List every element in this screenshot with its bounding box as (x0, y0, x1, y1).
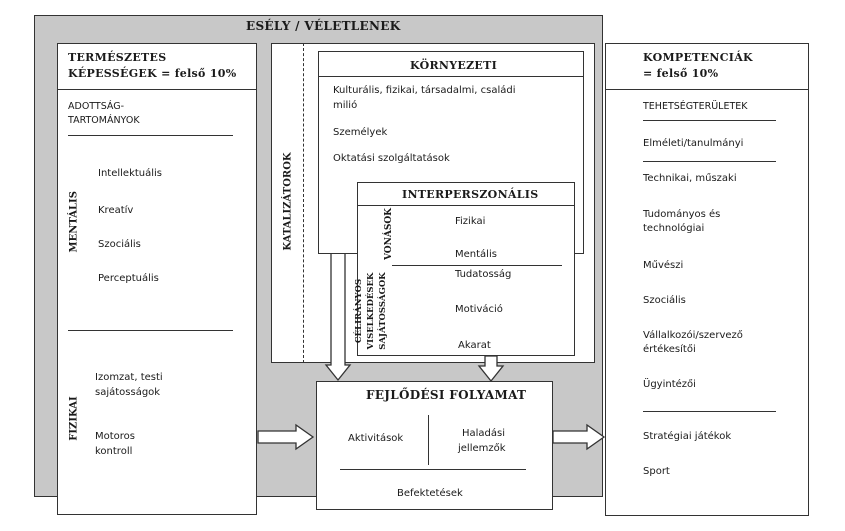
development-box (316, 381, 553, 510)
development-title: FEJLŐDÉSI FOLYAMAT (366, 388, 527, 402)
talent-sport: Sport (643, 466, 670, 477)
gifts-title-line1: TERMÉSZETES (68, 51, 167, 64)
talent-science-line2: technológiai (643, 223, 705, 234)
arrow-environment-to-development (324, 254, 352, 382)
catalysts-dashed-line (303, 43, 304, 363)
talent-arts: Művészi (643, 260, 684, 271)
development-investments: Befektetések (397, 488, 463, 499)
trait-mental: Mentális (455, 249, 497, 260)
environmental-title: KÖRNYEZETI (410, 59, 498, 72)
gifts-title-line2: KÉPESSÉGEK = felső 10% (68, 67, 237, 80)
environmental-title-divider (318, 76, 584, 77)
physical-item-motor-line1: Motoros (95, 431, 136, 442)
talent-games-divider (643, 411, 776, 412)
talent-administration: Ügyintézői (643, 379, 696, 390)
arrow-gifts-to-development (257, 423, 315, 451)
chance-title: ESÉLY / VÉLETLENEK (246, 19, 401, 33)
talent-science-line1: Tudományos és (643, 209, 721, 220)
intrapersonal-box (357, 182, 575, 356)
mental-item-perceptual: Perceptuális (98, 273, 159, 284)
talent-business-line2: értékesítői (643, 344, 696, 355)
goal-item-motivation: Motiváció (455, 304, 503, 315)
talents-box (605, 43, 809, 516)
development-progress-line2: jellemzők (458, 443, 506, 454)
talent-fields-label: TEHETSÉGTERÜLETEK (643, 101, 748, 112)
goal-item-awareness: Tudatosság (455, 269, 512, 280)
talent-academic-divider (643, 161, 776, 162)
goal-item-will: Akarat (458, 340, 491, 351)
talent-technical: Technikai, műszaki (643, 173, 737, 184)
talent-academic: Elméleti/tanulmányi (643, 138, 744, 149)
environmental-item-persons: Személyek (333, 127, 388, 138)
environmental-item-milieu-line2: milió (333, 100, 358, 111)
domains-label-line2: TARTOMÁNYOK (68, 115, 140, 126)
gifts-title-divider (57, 89, 257, 90)
arrow-intrapersonal-to-development (477, 355, 505, 383)
talents-title-line2: = felső 10% (643, 67, 719, 80)
arrow-development-to-talents (552, 423, 606, 451)
development-horizontal-divider (340, 469, 526, 470)
mental-item-creative: Kreatív (98, 205, 134, 216)
domains-divider (68, 135, 233, 136)
physical-item-muscles-line1: Izomzat, testi (95, 372, 163, 383)
mental-physical-divider (68, 330, 233, 331)
mental-item-intellectual: Intellektuális (98, 168, 163, 179)
talent-strategy-games: Stratégiai játékok (643, 431, 732, 442)
development-progress-line1: Haladási (462, 428, 506, 439)
talent-business-line1: Vállalkozói/szervező (643, 330, 743, 341)
traits-goal-divider (392, 265, 562, 266)
domains-label-line1: ADOTTSÁG- (68, 101, 125, 112)
talent-social: Szociális (643, 295, 686, 306)
talents-title-divider (605, 89, 809, 90)
talents-title-line1: KOMPETENCIÁK (643, 51, 753, 64)
intrapersonal-title-divider (357, 205, 575, 206)
gifts-box (57, 43, 257, 515)
development-activities: Aktivitások (348, 433, 404, 444)
physical-item-motor-line2: kontroll (95, 446, 133, 457)
development-vertical-divider (428, 415, 429, 465)
trait-physical: Fizikai (455, 216, 486, 227)
environmental-item-milieu-line1: Kulturális, fizikai, társadalmi, családi (333, 85, 516, 96)
mental-item-social: Szociális (98, 239, 141, 250)
talent-fields-divider (643, 120, 776, 121)
intrapersonal-title: INTERPERSZONÁLIS (402, 188, 539, 201)
environmental-item-services: Oktatási szolgáltatások (333, 153, 450, 164)
physical-item-muscles-line2: sajátosságok (95, 387, 161, 398)
